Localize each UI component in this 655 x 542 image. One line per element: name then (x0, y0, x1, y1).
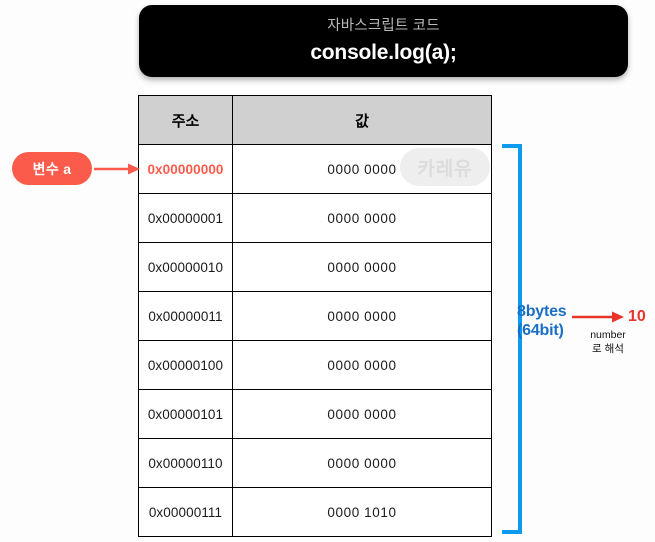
byte-size-line2: (64bit) (517, 322, 564, 339)
address-cell: 0x00000100 (138, 340, 233, 390)
interpretation-line2: 로 해석 (592, 343, 624, 355)
table-header-row: 주소 값 (138, 95, 492, 145)
variable-arrow-icon (94, 163, 140, 175)
address-cell: 0x00000011 (138, 291, 233, 341)
value-cell: 0000 0000 (232, 438, 492, 488)
address-cell: 0x00000111 (138, 487, 233, 537)
value-cell: 0000 0000 (232, 340, 492, 390)
code-header-box: 자바스크립트 코드 console.log(a); (139, 5, 628, 77)
address-cell: 0x00000000 (138, 144, 233, 194)
code-snippet: console.log(a); (310, 41, 457, 64)
interpretation-line1: number (590, 329, 626, 341)
value-cell: 0000 1010 (232, 487, 492, 537)
table-header: 주소 값 (138, 95, 492, 145)
result-value-label: 10 (628, 308, 646, 325)
value-cell: 0000 0000 (232, 193, 492, 243)
code-caption: 자바스크립트 코드 (327, 18, 440, 34)
value-cell: 0000 0000 (232, 242, 492, 292)
value-cell: 0000 0000 (232, 291, 492, 341)
byte-range-bracket-icon (502, 144, 522, 534)
variable-label-pill: 변수 a (12, 152, 92, 185)
column-header-value: 값 (232, 95, 492, 145)
byte-size-line1: 8bytes (517, 303, 567, 320)
address-cell: 0x00000110 (138, 438, 233, 488)
value-cell: 0000 0000 (232, 144, 492, 194)
interpretation-arrow-icon (572, 311, 624, 323)
address-cell: 0x00000101 (138, 389, 233, 439)
byte-size-label: 8bytes (64bit) (517, 302, 567, 340)
value-cell: 0000 0000 (232, 389, 492, 439)
column-header-address: 주소 (138, 95, 233, 145)
interpretation-note: number 로 해석 (578, 328, 638, 356)
address-cell: 0x00000001 (138, 193, 233, 243)
address-cell: 0x00000010 (138, 242, 233, 292)
